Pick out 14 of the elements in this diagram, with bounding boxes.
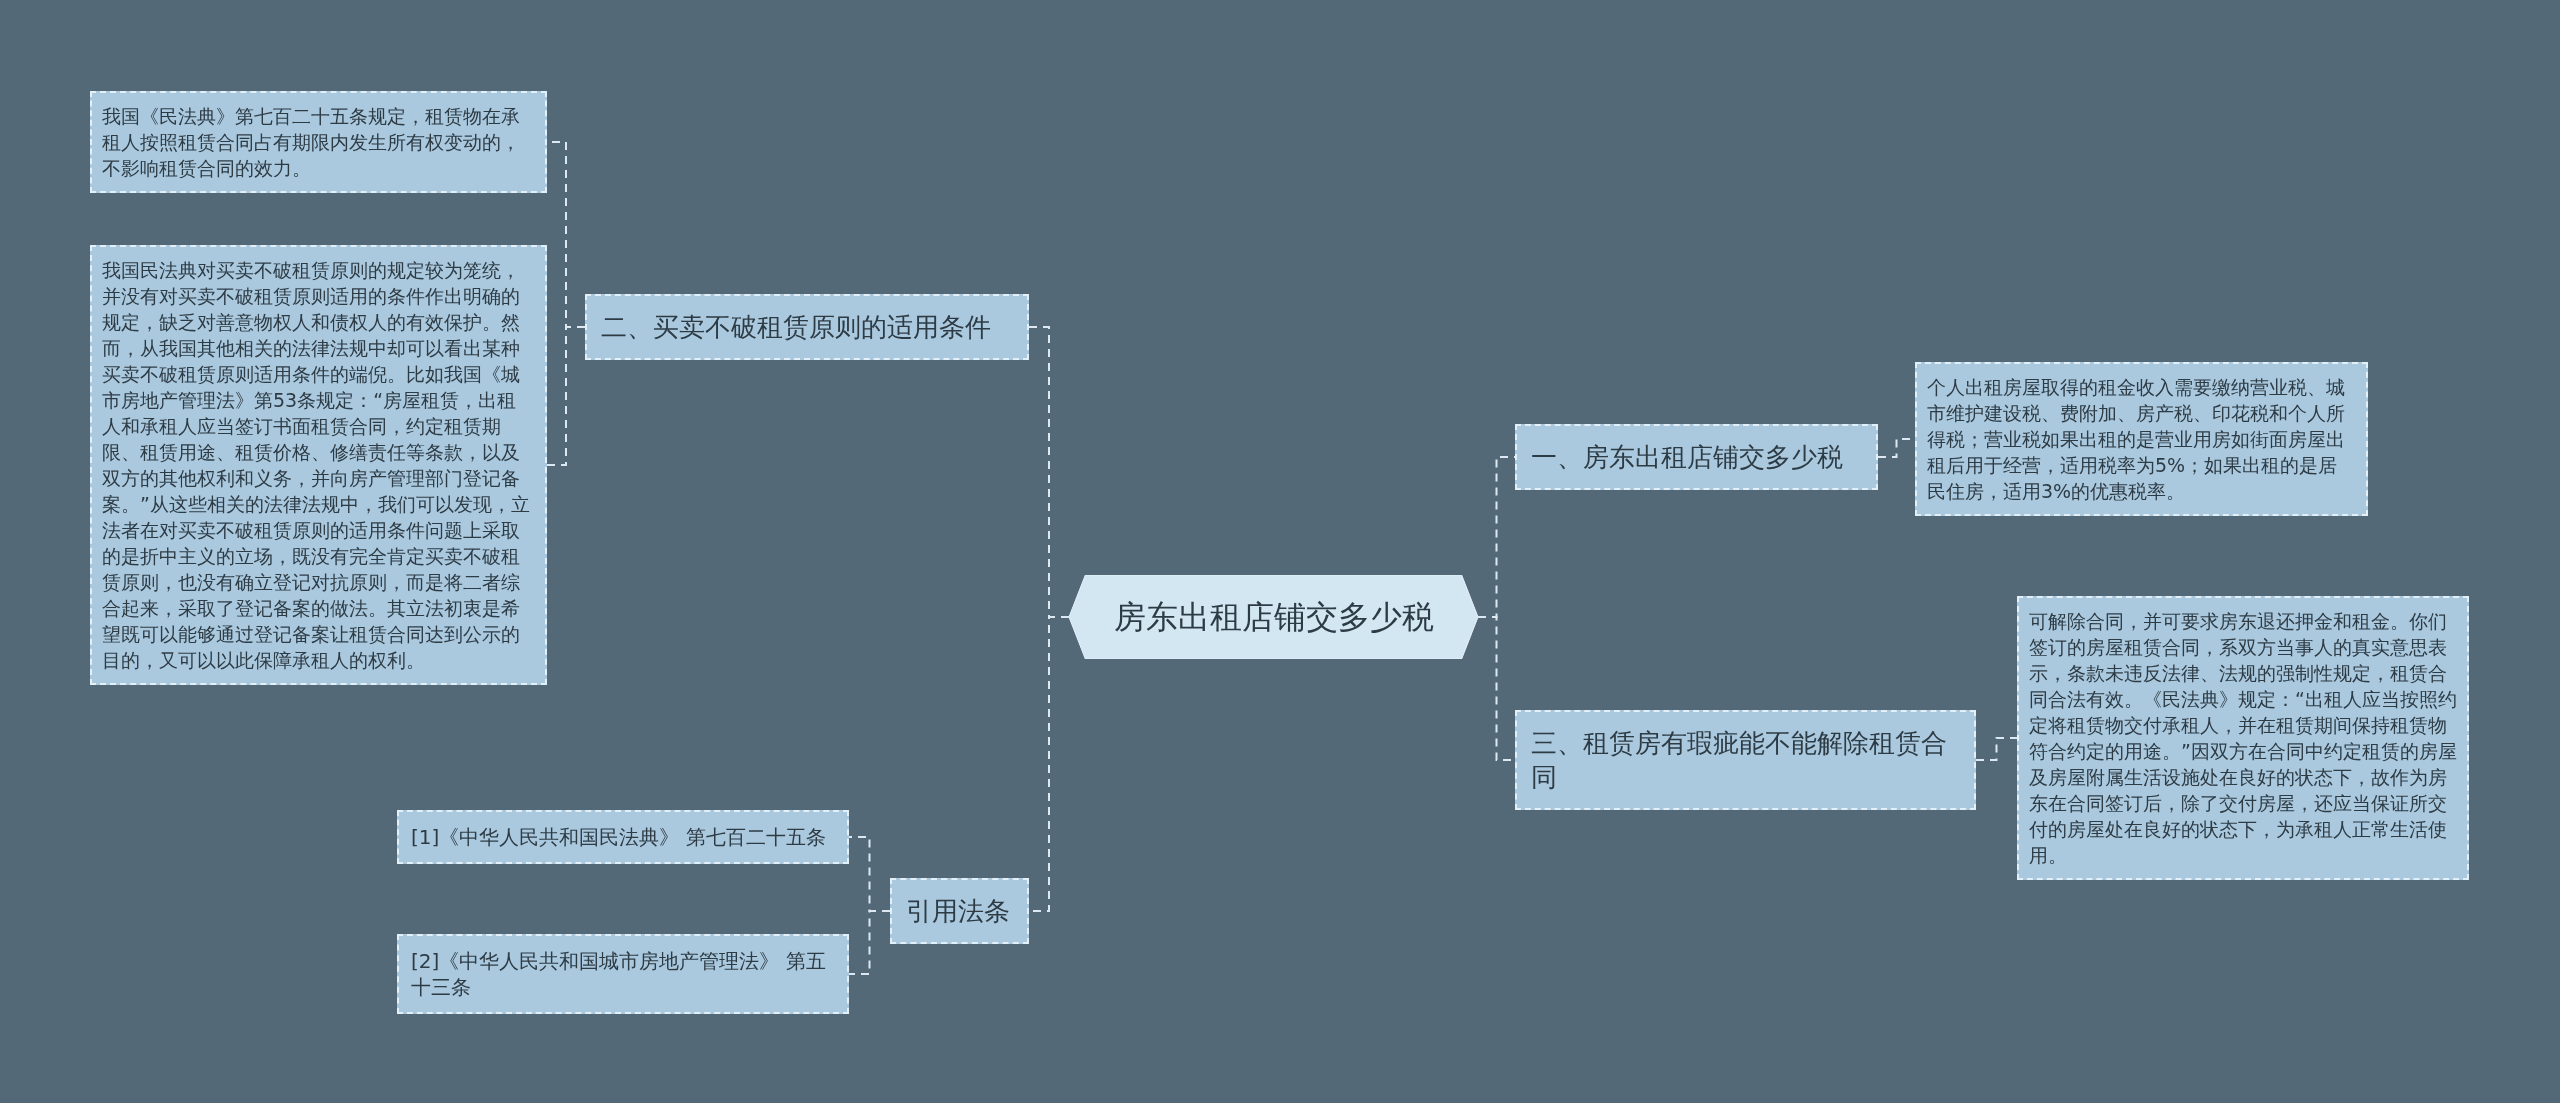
connector [1975, 737, 2018, 761]
detail-note: 个人出租房屋取得的租金收入需要缴纳营业税、城市维护建设税、费附加、房产税、印花税和个人所得税；营业税如果出租的是营业用房如街面房屋出租后用于经营，适用税率为5%；如果出租的是居民住房，适用3%的优惠税率。 [1915, 362, 2368, 516]
branch-topic: 引用法条 [890, 878, 1029, 944]
branch-topic: 一、房东出租店铺交多少税 [1515, 424, 1878, 490]
branch-topic: 二、买卖不破租赁原则的适用条件 [585, 294, 1029, 360]
detail-note: 可解除合同，并可要求房东退还押金和租金。你们签订的房屋租赁合同，系双方当事人的真实意思表示，条款未违反法律、法规的强制性规定，租赁合同合法有效。《民法典》规定：“出租人应当按照约定将租赁物交付承租人，并在租赁期间保持租赁物符合约定的用途。”因双方在合同中约定租赁的房屋及房屋附属生活设施处在良好的状态下，故作为房东在合同签订后，除了交付房屋，还应当保证所交付的房屋处在良好的状态下，为承租人正常生活使用。 [2017, 596, 2469, 880]
connector [848, 910, 891, 975]
central-topic: 房东出租店铺交多少税 [1069, 575, 1478, 659]
connector [546, 326, 586, 466]
branch-topic: 三、租赁房有瑕疵能不能解除租赁合同 [1515, 710, 1976, 810]
reference-note: [1]《中华人民共和国民法典》 第七百二十五条 [397, 810, 849, 864]
detail-note: 我国《民法典》第七百二十五条规定，租赁物在承租人按照租赁合同占有期限内发生所有权变动的，不影响租赁合同的效力。 [90, 91, 547, 193]
reference-note: [2]《中华人民共和国城市房地产管理法》 第五十三条 [397, 934, 849, 1014]
detail-note: 我国民法典对买卖不破租赁原则的规定较为笼统，并没有对买卖不破租赁原则适用的条件作出明确的规定，缺乏对善意物权人和债权人的有效保护。然而，从我国其他相关的法律法规中却可以看出某种买卖不破租赁原则适用条件的端倪。比如我国《城市房地产管理法》第53条规定：“房屋租赁，出租人和承租人应当签订书面租赁合同，约定租赁期限、租赁用途、租赁价格、修缮责任等条款，以及双方的其他权利和义务，并向房产管理部门登记备案。”从这些相关的法律法规中，我们可以发现，立法者在对买卖不破租赁原则的适用条件问题上采取的是折中主义的立场，既没有完全肯定买卖不破租赁原则，也没有确立登记对抗原则，而是将二者综合起来，采取了登记备案的做法。其立法初衷是希望既可以能够通过登记备案让租赁合同达到公示的目的，又可以以此保障承租人的权利。 [90, 245, 547, 685]
